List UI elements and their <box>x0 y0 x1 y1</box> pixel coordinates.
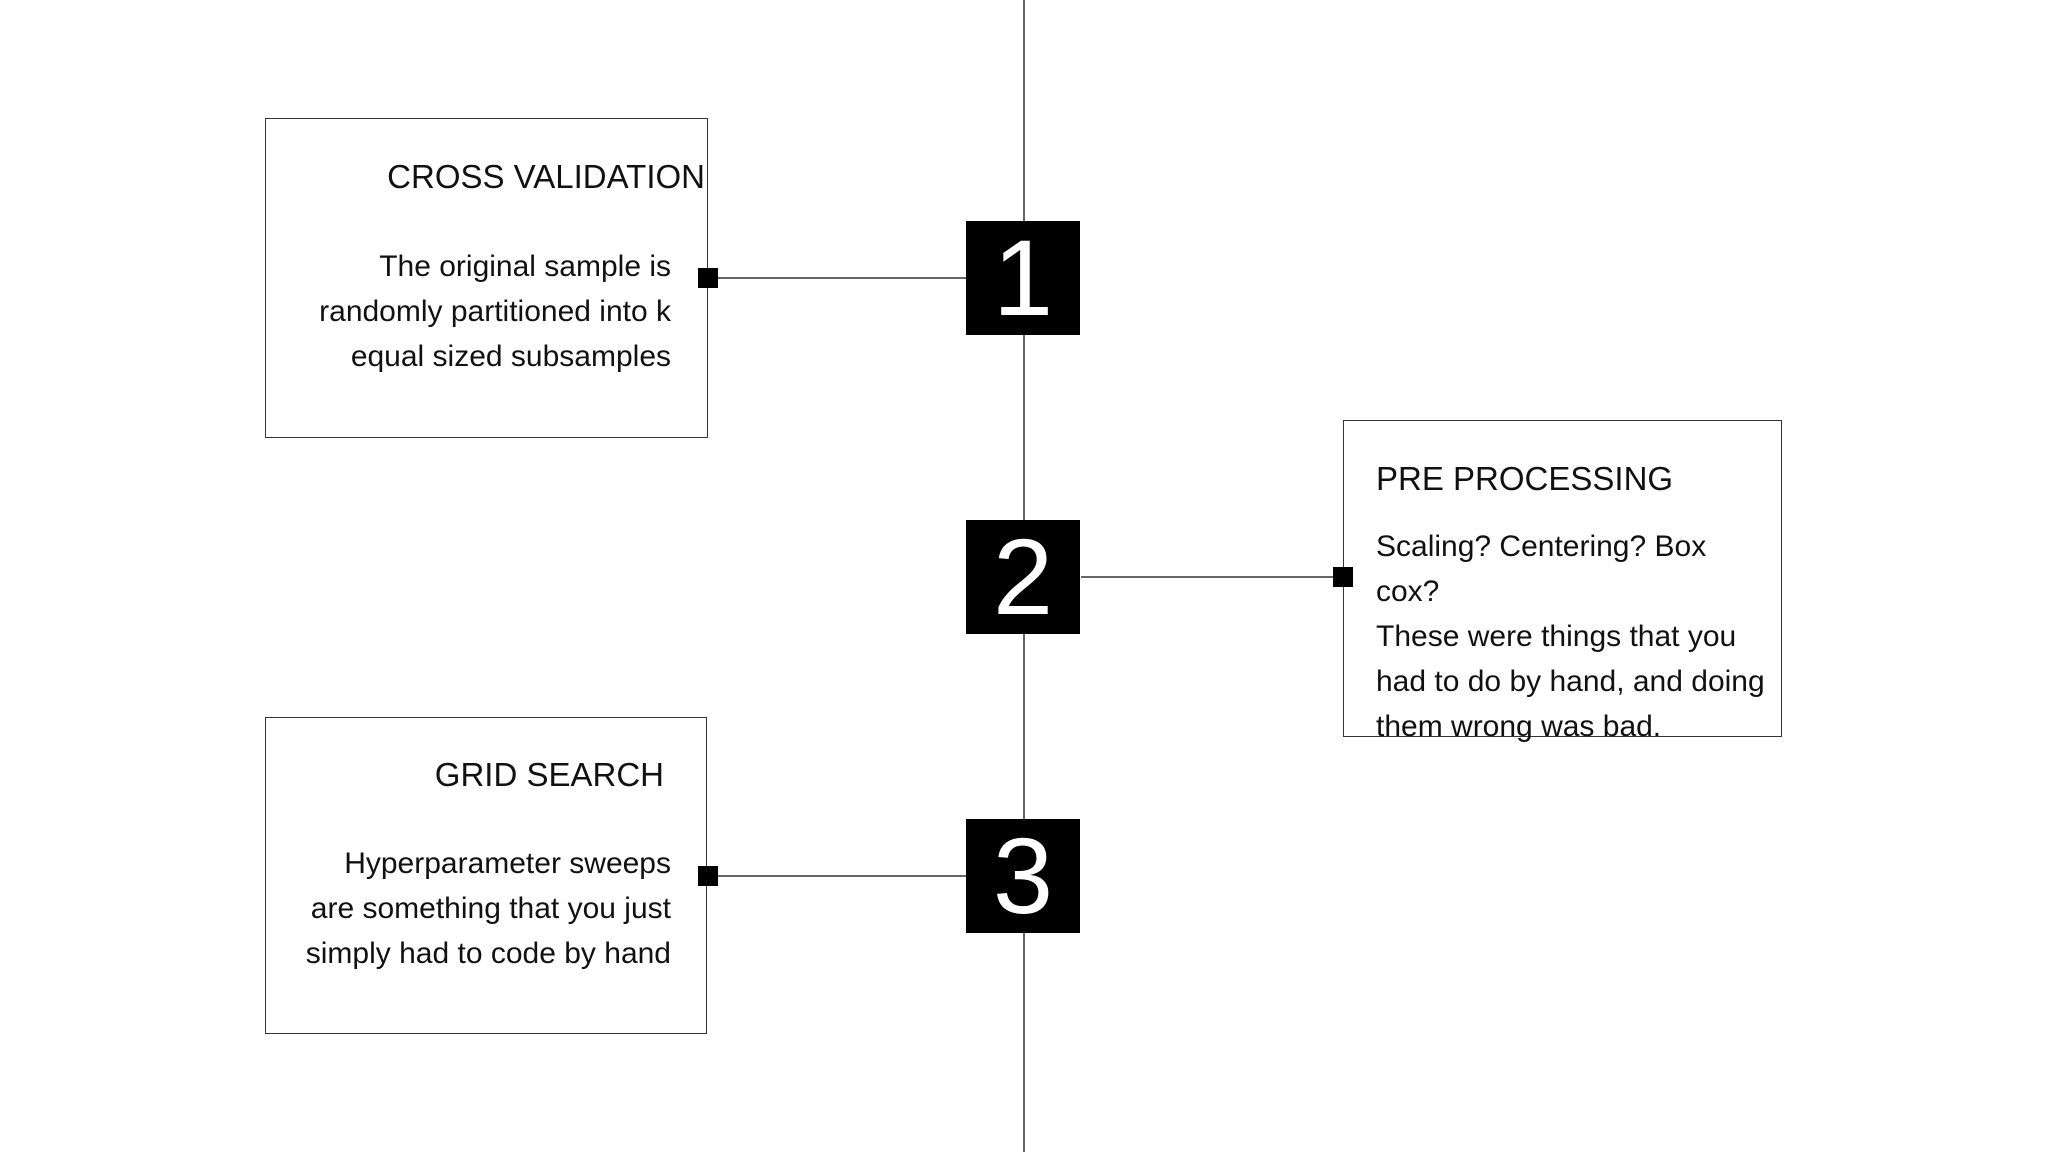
step-2-body: Scaling? Centering? Box cox? These were … <box>1376 524 1771 749</box>
step-3-title: GRID SEARCH <box>434 756 664 793</box>
step-2-title: PRE PROCESSING <box>1376 460 1674 497</box>
step-2-number-marker: 2 <box>966 520 1080 634</box>
step-2-body-line: them wrong was bad. <box>1376 710 1662 743</box>
step-3-body-line: simply had to code by hand <box>305 937 671 970</box>
step-1-title: CROSS VALIDATION <box>387 158 705 195</box>
step-1-text-box: CROSS VALIDATION The original sample is … <box>265 118 708 438</box>
step-1-body-line: The original sample is <box>379 250 671 283</box>
step-1-number-marker: 1 <box>966 221 1080 335</box>
connector-line-step-1 <box>708 277 966 279</box>
step-2-text-box: PRE PROCESSING Scaling? Centering? Box c… <box>1343 420 1782 743</box>
connector-line-step-3 <box>708 875 966 877</box>
step-3-text-box: GRID SEARCH Hyperparameter sweeps are so… <box>265 717 707 1034</box>
step-2-body-line: Scaling? Centering? Box cox? <box>1376 530 1707 608</box>
step-3-number-marker: 3 <box>966 819 1080 933</box>
connector-dot-step-2 <box>1333 567 1353 587</box>
connector-dot-step-3 <box>698 866 718 886</box>
step-1-body-line: randomly partitioned into k <box>319 295 671 328</box>
step-3-body: Hyperparameter sweeps are something that… <box>276 841 671 976</box>
connector-line-step-2 <box>1081 576 1343 578</box>
step-2-body-line: These were things that you <box>1376 620 1737 653</box>
step-3-body-line: Hyperparameter sweeps <box>344 847 671 880</box>
step-1-body: The original sample is randomly partitio… <box>276 244 671 379</box>
connector-dot-step-1 <box>698 268 718 288</box>
step-3-body-line: are something that you just <box>310 892 671 925</box>
step-1-body-line: equal sized subsamples <box>350 340 671 373</box>
step-2-body-line: had to do by hand, and doing <box>1376 665 1765 698</box>
